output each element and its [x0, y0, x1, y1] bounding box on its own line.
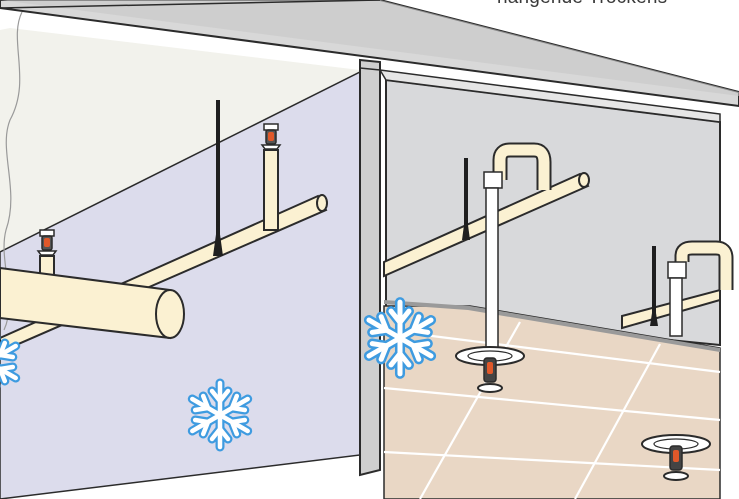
dividing-column	[360, 60, 380, 475]
